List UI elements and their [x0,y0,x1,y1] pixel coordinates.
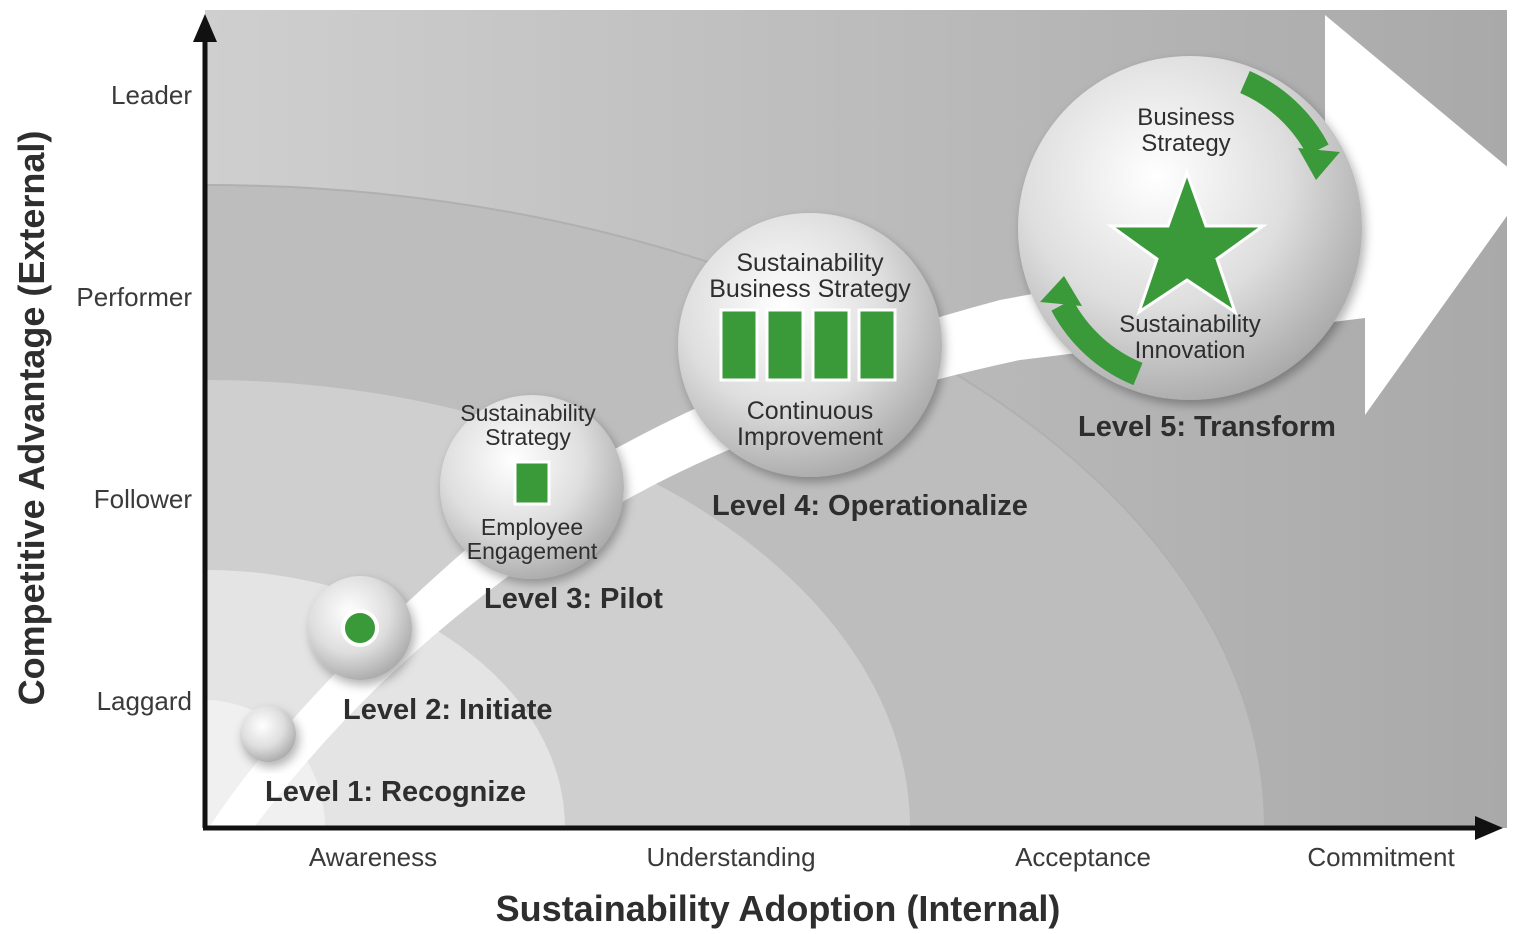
level-5-top-line-2: Strategy [1141,130,1231,157]
level-4-block [811,308,851,382]
level-3-bottom-line-2: Engagement [466,538,598,564]
level-3-top-line-2: Strategy [485,424,571,450]
level-4-block [765,308,805,382]
star-icon [1106,168,1268,316]
progress-arrow [210,15,1529,826]
level-4-green-blocks [719,308,897,382]
level-4-sphere [678,213,942,477]
y-tick-laggard: Laggard [96,686,192,716]
y-tick-follower: Follower [93,484,192,514]
level-3-green-block [513,460,551,506]
level-5-bottom-text: Sustainability Innovation [1119,312,1260,364]
level-2-title: Level 2: Initiate [343,694,553,726]
y-axis-title: Competitive Advantage (External) [11,130,52,706]
level-1-title: Level 1: Recognize [265,776,527,808]
level-3-title: Level 3: Pilot [484,583,663,615]
cycle-arrowhead-bottom [1040,276,1082,306]
level-3-top-text: Sustainability Strategy [460,401,596,449]
level-5-top-line-1: Business [1137,104,1235,131]
x-axis-arrowhead [1475,816,1503,840]
x-tick-understanding: Understanding [646,842,816,872]
level-5-bottom-line-2: Innovation [1134,337,1246,364]
level-3-top-line-1: Sustainability [460,400,596,426]
level-4-title: Level 4: Operationalize [712,490,1028,522]
x-tick-awareness: Awareness [308,842,438,872]
y-axis-arrowhead [193,14,217,42]
x-tick-acceptance: Acceptance [1015,842,1151,872]
level-5-top-text: Business Strategy [1137,105,1234,157]
y-tick-performer: Performer [76,282,192,312]
level-4-top-text: Sustainability Business Strategy [709,250,911,302]
x-tick-commitment: Commitment [1307,842,1455,872]
level-5-title: Level 5: Transform [1078,411,1336,443]
cycle-arrow-bottom [1051,299,1143,386]
level-5-bottom-line-1: Sustainability [1119,311,1261,338]
y-tick-leader: Leader [111,80,192,110]
cycle-arrow-top [1239,71,1329,156]
level-4-block [719,308,759,382]
cycle-arrowhead-top [1298,148,1340,180]
level-4-top-line-1: Sustainability [736,249,884,277]
level-4-block [857,308,897,382]
level-1-sphere [240,706,296,762]
level-2-green-dot [341,609,379,647]
level-4-bottom-line-2: Improvement [737,423,883,451]
level-3-bottom-line-1: Employee [480,514,584,540]
x-axis-title: Sustainability Adoption (Internal) [495,888,1061,929]
level-3-bottom-text: Employee Engagement [467,515,597,563]
level-4-top-line-2: Business Strategy [709,275,911,303]
level-4-bottom-text: Continuous Improvement [737,398,883,450]
level-4-bottom-line-1: Continuous [746,397,874,425]
